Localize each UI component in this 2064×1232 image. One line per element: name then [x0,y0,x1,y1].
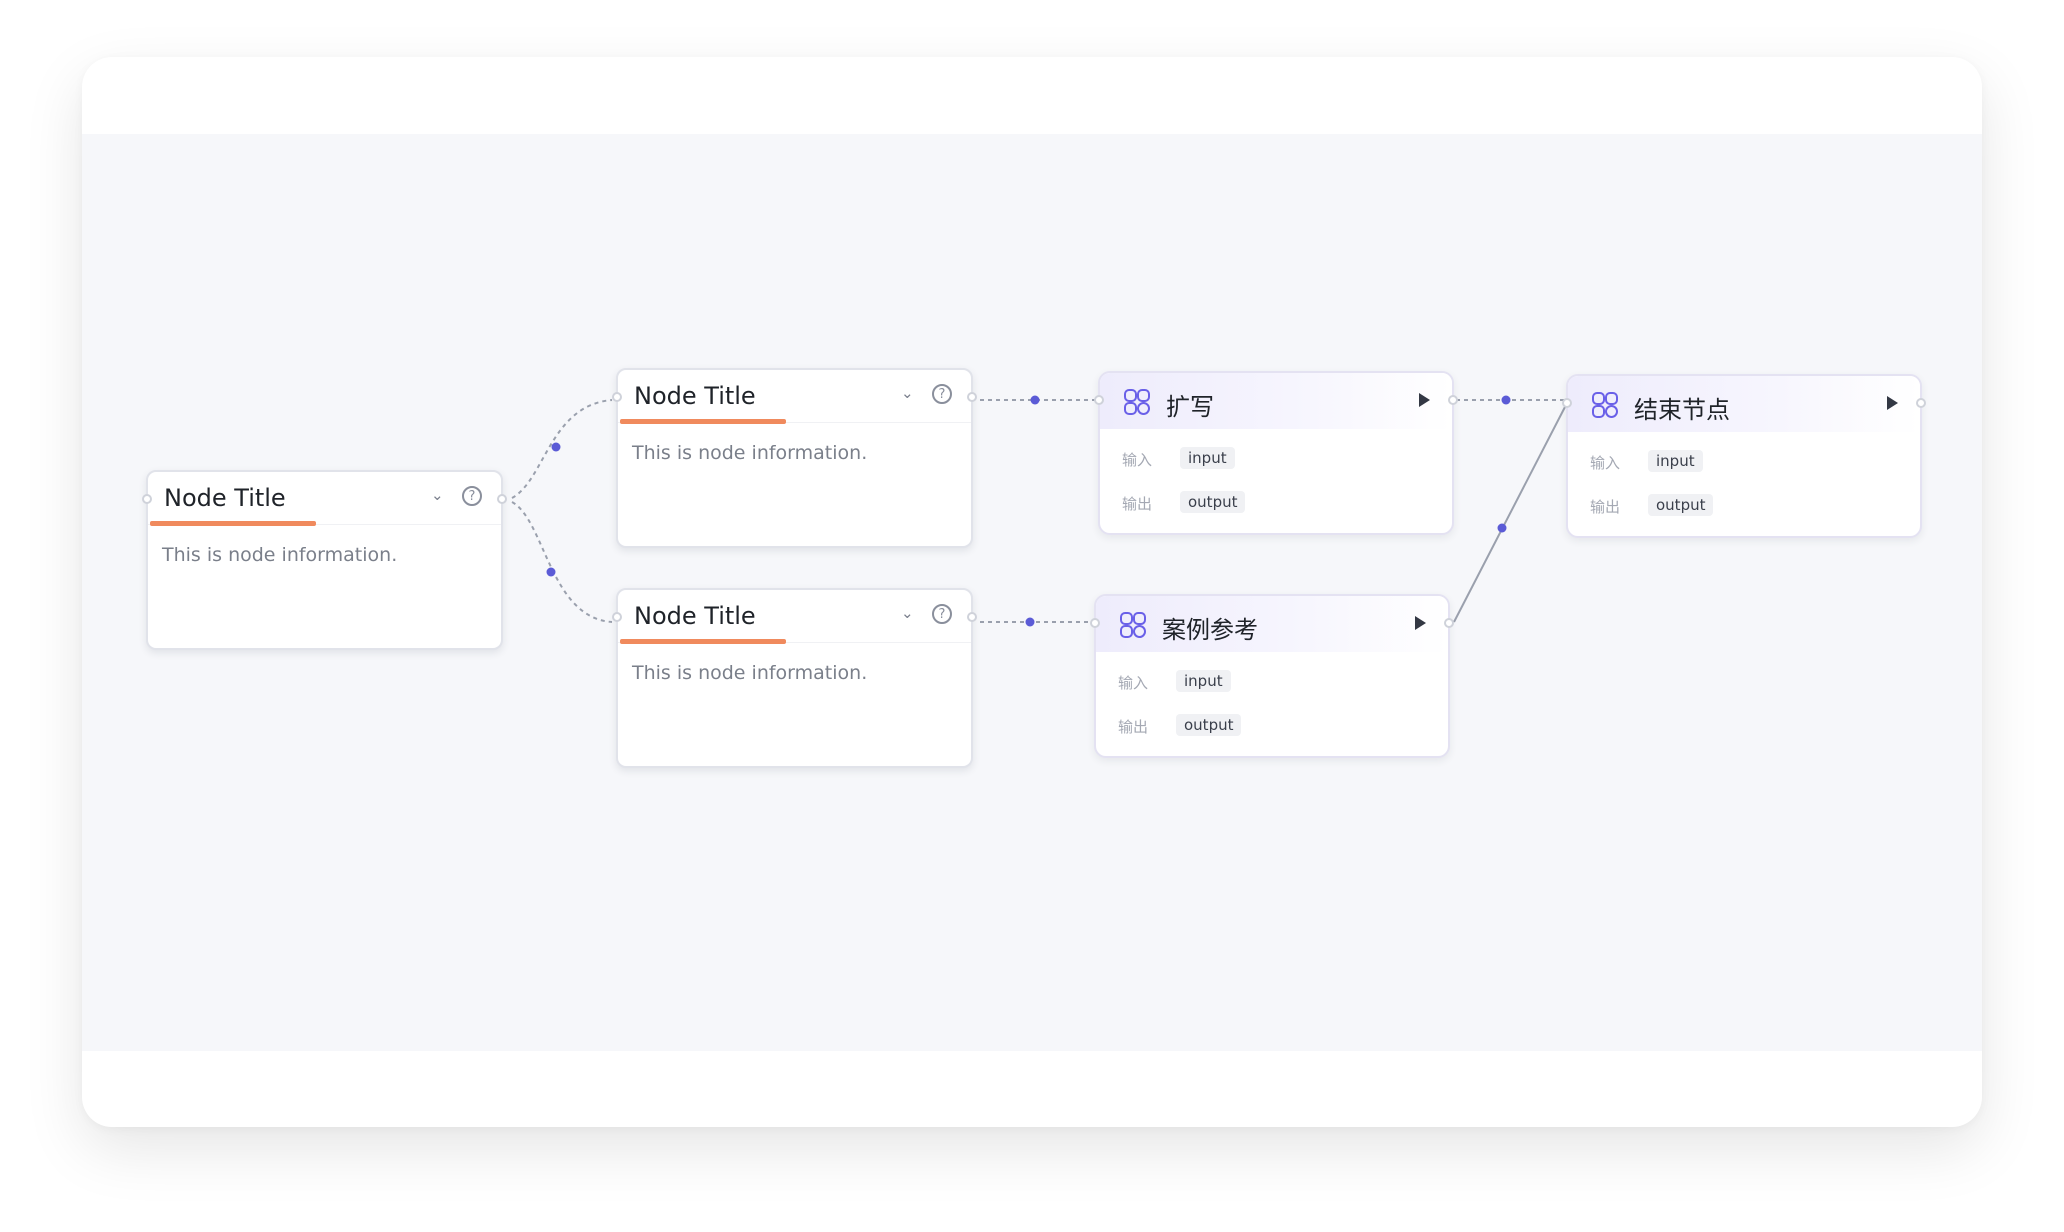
model-icon [1120,612,1146,638]
llm-node-case-reference[interactable]: 案例参考 输入 input 输出 output [1090,594,1454,758]
node-header: Node Title ⌄ ? [618,590,971,644]
node-header: Node Title ⌄ ? [148,472,501,526]
input-port[interactable] [1562,398,1572,408]
llm-node-title: 扩写 [1166,393,1214,421]
llm-node-title: 案例参考 [1162,616,1258,644]
node-card-b[interactable]: Node Title ⌄ ? This is node information. [612,368,977,548]
output-port[interactable] [1444,618,1454,628]
output-tag: output [1176,714,1242,736]
play-icon[interactable] [1887,396,1898,410]
output-tag: output [1180,491,1246,513]
llm-node-end[interactable]: 结束节点 输入 input 输出 output [1562,374,1926,538]
node-title: Node Title [164,484,286,512]
output-tag: output [1648,494,1714,516]
input-port[interactable] [612,612,622,622]
output-port[interactable] [1448,395,1458,405]
title-underline [150,521,316,526]
input-tag: input [1180,447,1235,469]
title-underline [620,639,786,644]
play-icon[interactable] [1415,616,1426,630]
input-port[interactable] [142,494,152,504]
input-tag: input [1176,670,1231,692]
output-label: 输出 [1590,498,1621,516]
llm-node-title: 结束节点 [1634,396,1730,424]
llm-node-header: 案例参考 [1096,596,1448,652]
output-port[interactable] [967,392,977,402]
node-title: Node Title [634,382,756,410]
input-label: 输入 [1122,451,1153,469]
input-port[interactable] [1090,618,1100,628]
node-header: Node Title ⌄ ? [618,370,971,424]
app-window [82,57,1982,1127]
chevron-down-icon[interactable]: ⌄ [431,486,444,504]
help-circle-icon[interactable]: ? [932,384,952,404]
help-circle-icon[interactable]: ? [932,604,952,624]
node-info: This is node information. [162,544,398,566]
input-tag: input [1648,450,1703,472]
input-label: 输入 [1118,674,1149,692]
title-underline [620,419,786,424]
model-icon [1592,392,1618,418]
chevron-down-icon[interactable]: ⌄ [901,384,914,402]
node-card-a[interactable]: Node Title ⌄ ? This is node information. [142,470,507,650]
node-card-c[interactable]: Node Title ⌄ ? This is node information. [612,588,977,768]
output-port[interactable] [497,494,507,504]
input-port[interactable] [1094,395,1104,405]
node-info: This is node information. [632,662,868,684]
llm-node-header: 扩写 [1100,373,1452,429]
output-label: 输出 [1118,718,1149,736]
chevron-down-icon[interactable]: ⌄ [901,604,914,622]
play-icon[interactable] [1419,393,1430,407]
output-port[interactable] [1916,398,1926,408]
node-info: This is node information. [632,442,868,464]
node-title: Node Title [634,602,756,630]
llm-node-expand[interactable]: 扩写 输入 input 输出 output [1094,371,1458,535]
output-port[interactable] [967,612,977,622]
llm-node-header: 结束节点 [1568,376,1920,432]
help-circle-icon[interactable]: ? [462,486,482,506]
input-port[interactable] [612,392,622,402]
output-label: 输出 [1122,495,1153,513]
model-icon [1124,389,1150,415]
input-label: 输入 [1590,454,1621,472]
